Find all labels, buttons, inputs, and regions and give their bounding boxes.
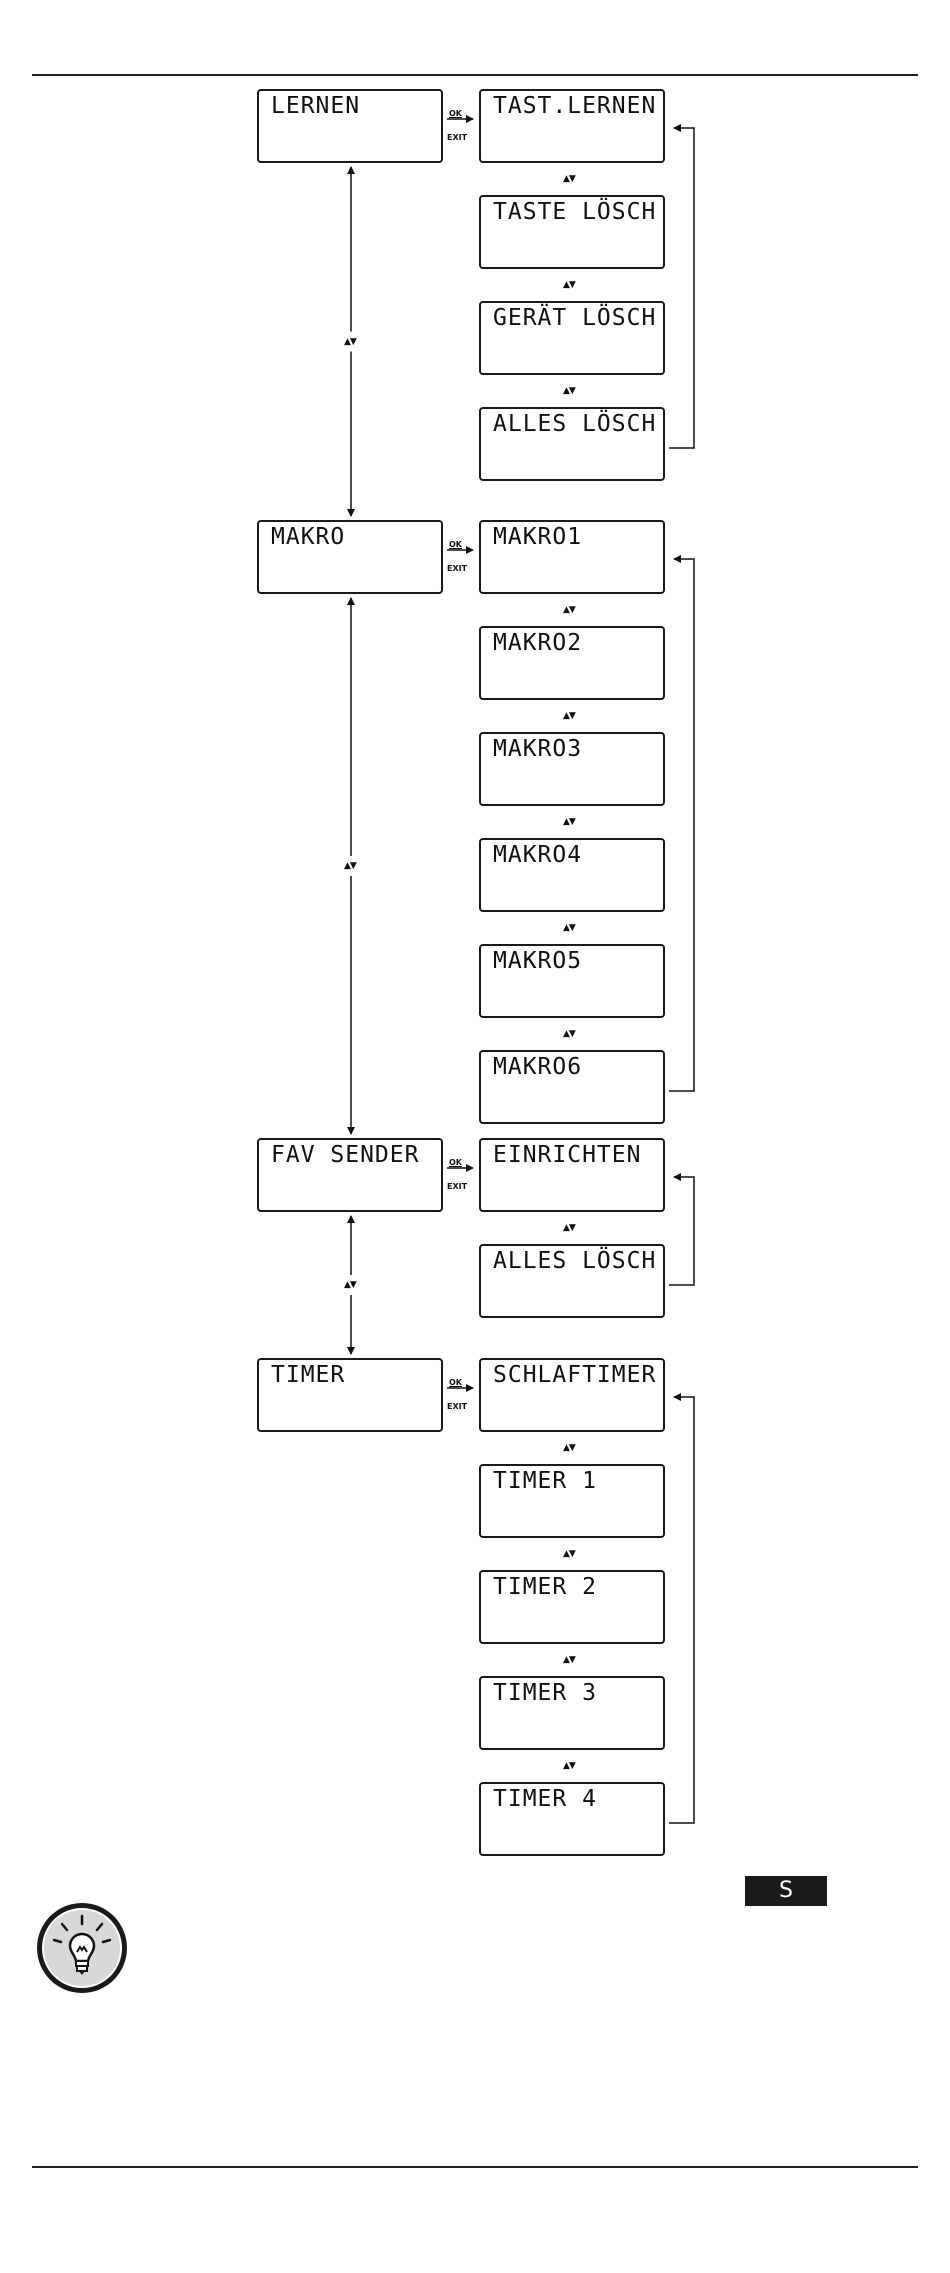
nav-arrows: ▲▼ xyxy=(563,1029,575,1039)
submenu-box-label: SCHLAFTIMER xyxy=(493,1362,656,1388)
nav-arrows: ▲▼ xyxy=(563,923,575,933)
submenu-box-label: TIMER 3 xyxy=(493,1680,597,1706)
nav-arrows: ▲▼ xyxy=(563,817,575,827)
loop-back-bracket xyxy=(669,1397,694,1823)
submenu-box-label: MAKRO1 xyxy=(493,524,582,550)
submenu-box: TASTE LÖSCH xyxy=(479,195,665,269)
submenu-box-label: MAKRO2 xyxy=(493,630,582,656)
loop-back-bracket xyxy=(669,559,694,1091)
submenu-box: SCHLAFTIMER xyxy=(479,1358,665,1432)
loop-back-bracket xyxy=(669,128,694,448)
submenu-box: TIMER 4 xyxy=(479,1782,665,1856)
main-menu-box-label: FAV SENDER xyxy=(271,1142,419,1168)
nav-arrows: ▲▼ xyxy=(563,174,575,184)
main-menu-box-label: LERNEN xyxy=(271,93,360,119)
submenu-box: MAKRO6 xyxy=(479,1050,665,1124)
ok-key-label: OK xyxy=(449,110,462,118)
nav-arrows: ▲▼ xyxy=(563,1761,575,1771)
main-menu-box: TIMER xyxy=(257,1358,443,1432)
submenu-box: MAKRO4 xyxy=(479,838,665,912)
nav-arrows: ▲▼ xyxy=(563,1223,575,1233)
submenu-box-label: EINRICHTEN xyxy=(493,1142,641,1168)
lightbulb-icon xyxy=(34,1900,130,1996)
submenu-box: GERÄT LÖSCH xyxy=(479,301,665,375)
nav-arrows: ▲▼ xyxy=(563,1549,575,1559)
submenu-box: TIMER 1 xyxy=(479,1464,665,1538)
submenu-box-label: MAKRO6 xyxy=(493,1054,582,1080)
submenu-box-label: ALLES LÖSCH xyxy=(493,1248,656,1274)
submenu-box: ALLES LÖSCH xyxy=(479,1244,665,1318)
submenu-box: MAKRO1 xyxy=(479,520,665,594)
main-menu-box: LERNEN xyxy=(257,89,443,163)
nav-arrows: ▲▼ xyxy=(563,1443,575,1453)
submenu-box: MAKRO2 xyxy=(479,626,665,700)
submenu-box-label: TAST.LERNEN xyxy=(493,93,656,119)
submenu-box-label: MAKRO3 xyxy=(493,736,582,762)
main-menu-box: MAKRO xyxy=(257,520,443,594)
main-menu-box: FAV SENDER xyxy=(257,1138,443,1212)
submenu-box-label: GERÄT LÖSCH xyxy=(493,305,656,331)
ok-key-label: OK xyxy=(449,1159,462,1167)
submenu-box-label: TASTE LÖSCH xyxy=(493,199,656,225)
submenu-box-label: TIMER 4 xyxy=(493,1786,597,1812)
submenu-box-label: MAKRO5 xyxy=(493,948,582,974)
submenu-box-label: MAKRO4 xyxy=(493,842,582,868)
nav-arrows: ▲▼ xyxy=(563,605,575,615)
main-nav-arrows: ▲▼ xyxy=(344,1280,356,1290)
main-menu-box-label: MAKRO xyxy=(271,524,345,550)
main-nav-arrows: ▲▼ xyxy=(344,861,356,871)
main-nav-arrows: ▲▼ xyxy=(344,337,356,347)
nav-arrows: ▲▼ xyxy=(563,386,575,396)
main-menu-box-label: TIMER xyxy=(271,1362,345,1388)
submenu-box: EINRICHTEN xyxy=(479,1138,665,1212)
submenu-box: TIMER 2 xyxy=(479,1570,665,1644)
submenu-box-label: TIMER 2 xyxy=(493,1574,597,1600)
nav-arrows: ▲▼ xyxy=(563,280,575,290)
exit-key-label: EXIT xyxy=(447,134,467,142)
submenu-box: TIMER 3 xyxy=(479,1676,665,1750)
submenu-box-label: TIMER 1 xyxy=(493,1468,597,1494)
ok-key-label: OK xyxy=(449,541,462,549)
submenu-box: ALLES LÖSCH xyxy=(479,407,665,481)
exit-key-label: EXIT xyxy=(447,1183,467,1191)
exit-key-label: EXIT xyxy=(447,1403,467,1411)
exit-key-label: EXIT xyxy=(447,565,467,573)
submenu-box: TAST.LERNEN xyxy=(479,89,665,163)
loop-back-bracket xyxy=(669,1177,694,1285)
language-badge: S xyxy=(745,1876,827,1906)
nav-arrows: ▲▼ xyxy=(563,711,575,721)
nav-arrows: ▲▼ xyxy=(563,1655,575,1665)
submenu-box: MAKRO5 xyxy=(479,944,665,1018)
ok-key-label: OK xyxy=(449,1379,462,1387)
submenu-box-label: ALLES LÖSCH xyxy=(493,411,656,437)
submenu-box: MAKRO3 xyxy=(479,732,665,806)
